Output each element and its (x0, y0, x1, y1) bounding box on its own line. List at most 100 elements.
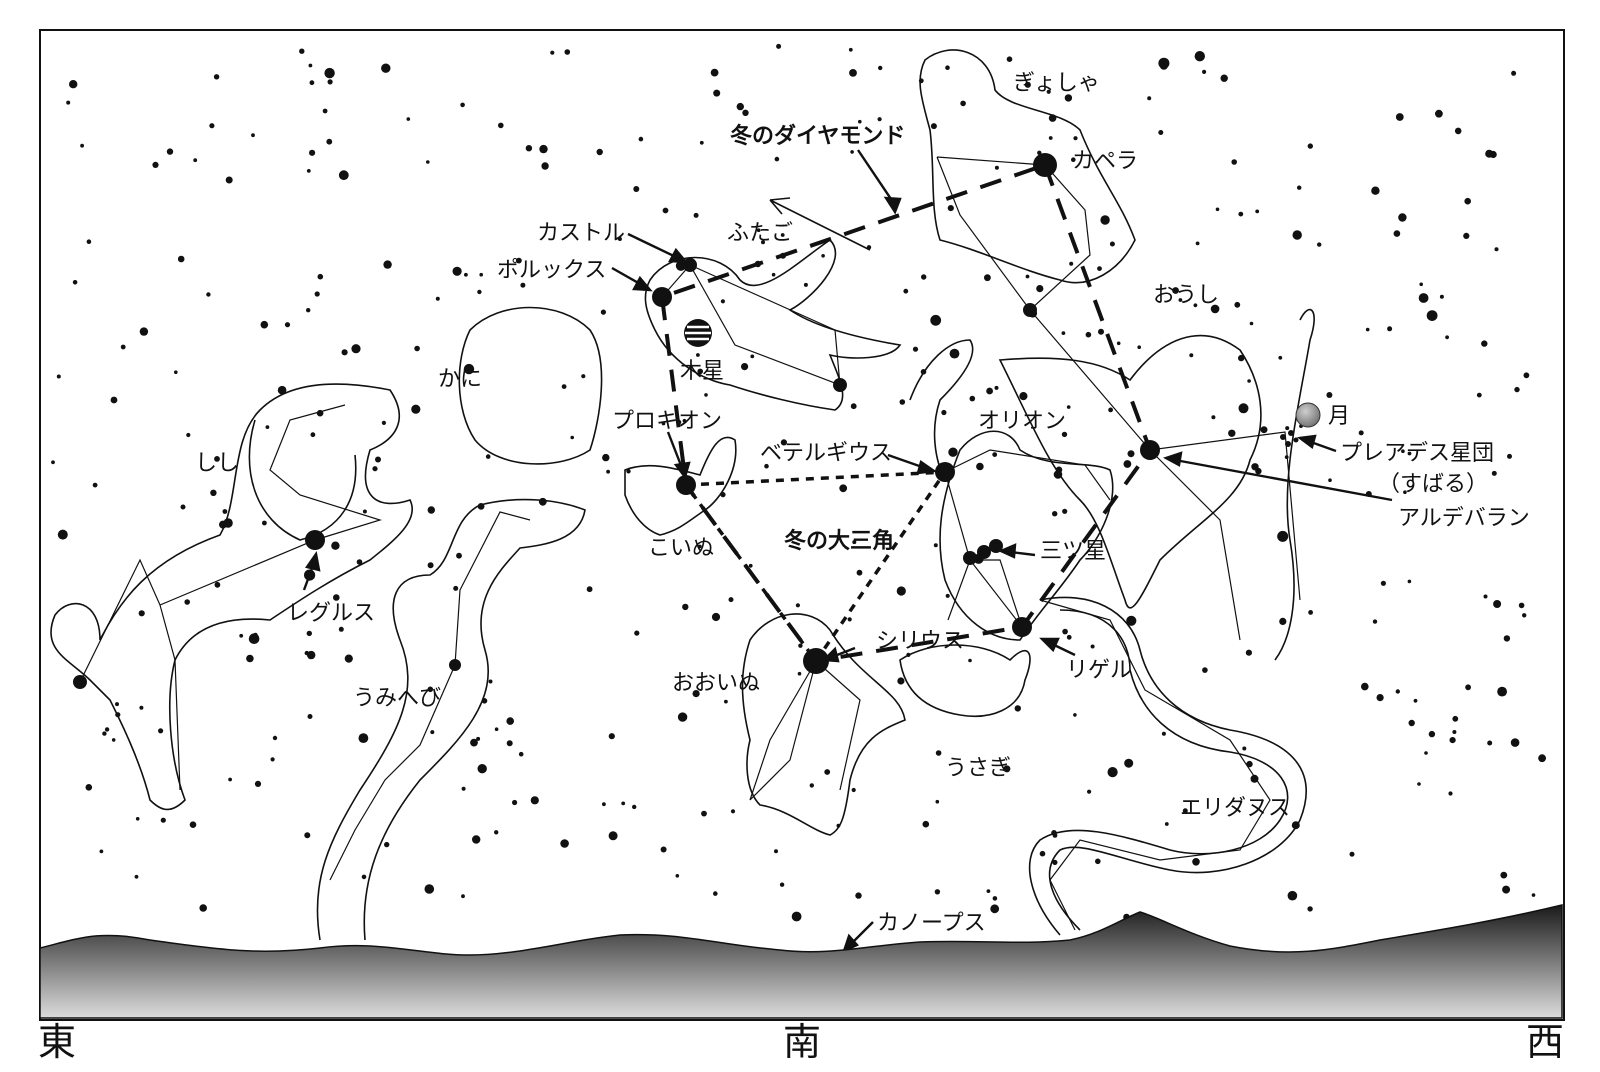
background-star (878, 65, 883, 71)
background-star (662, 207, 669, 214)
background-star (1292, 230, 1302, 240)
orion-lines (944, 471, 1023, 628)
background-star (139, 705, 144, 710)
background-star (1494, 247, 1499, 252)
background-star (992, 896, 998, 901)
background-star (72, 280, 78, 285)
label-winter-diamond: 冬のダイヤモンド (730, 123, 905, 149)
background-star (1003, 765, 1011, 773)
background-star (984, 274, 991, 282)
background-star (856, 569, 863, 576)
background-star (1307, 143, 1314, 149)
background-star (1109, 241, 1115, 247)
background-star (307, 650, 316, 660)
background-star (1380, 580, 1386, 586)
background-star (1061, 431, 1068, 438)
background-star (338, 170, 349, 181)
background-star (1511, 70, 1517, 76)
background-star (461, 894, 465, 899)
background-star (272, 735, 278, 741)
background-star (56, 374, 61, 379)
background-star (1395, 113, 1404, 121)
background-star (756, 228, 761, 232)
eridanus-figure (1028, 596, 1307, 936)
background-star (160, 817, 166, 823)
taurus-horn (1274, 308, 1315, 661)
background-star (1507, 453, 1512, 459)
background-star (1127, 450, 1135, 458)
background-star (464, 272, 468, 277)
rigel-star (1012, 617, 1032, 637)
background-star (621, 801, 626, 806)
sirius-star (803, 648, 829, 674)
background-star (1408, 719, 1415, 727)
auriga-figure (919, 49, 1136, 284)
background-star (1476, 392, 1482, 398)
background-star (1164, 822, 1169, 826)
background-star (930, 314, 942, 326)
background-star (602, 802, 606, 807)
background-star (430, 730, 435, 735)
background-star (222, 509, 228, 514)
background-star (1463, 232, 1470, 239)
label-castor: カストル (537, 221, 625, 246)
background-star (1126, 615, 1137, 626)
background-star (470, 738, 478, 747)
background-star (477, 764, 487, 774)
background-star (1095, 858, 1101, 865)
background-star (539, 144, 548, 154)
label-capella: カペラ (1072, 149, 1138, 174)
background-star (66, 100, 71, 105)
background-star (424, 884, 435, 894)
direction-west: 西 (1526, 1020, 1565, 1064)
background-star (1522, 613, 1527, 618)
background-star (930, 123, 937, 130)
background-star (1238, 403, 1249, 414)
background-star (720, 299, 726, 304)
background-star (1435, 109, 1443, 118)
label-oushi: おうし (1153, 283, 1219, 308)
background-star (1231, 159, 1237, 165)
background-star (262, 520, 267, 526)
background-star (750, 354, 755, 359)
background-star (214, 456, 220, 462)
background-star (1255, 209, 1260, 214)
background-star (406, 117, 411, 121)
background-star (326, 138, 333, 145)
background-star (693, 212, 699, 218)
background-star (251, 133, 255, 138)
background-star (1372, 619, 1378, 624)
background-star (1502, 885, 1511, 894)
background-star (1147, 96, 1152, 101)
label-shishi: しし (195, 451, 239, 476)
label-aldebaran: アルデバラン (1398, 506, 1530, 531)
background-star (1401, 449, 1405, 454)
background-star (485, 454, 491, 459)
background-star (1193, 303, 1198, 308)
background-star (992, 452, 998, 457)
background-star (677, 712, 688, 722)
label-winter-triangle: 冬の大三角 (784, 528, 894, 554)
background-star (511, 799, 518, 806)
background-star (1308, 610, 1313, 615)
background-star (1452, 715, 1459, 722)
background-star (1491, 470, 1497, 476)
background-star (214, 581, 221, 588)
pollux-star (652, 287, 672, 307)
background-star (1349, 851, 1355, 857)
background-star (356, 559, 363, 565)
background-star (736, 102, 744, 111)
background-star (1161, 731, 1166, 736)
label-kani: かに (438, 367, 482, 392)
background-star (358, 733, 369, 743)
background-star (518, 751, 524, 757)
background-star (306, 308, 311, 313)
background-star (839, 484, 848, 493)
background-star (494, 830, 499, 835)
background-star (372, 466, 378, 472)
background-star (949, 348, 960, 359)
background-star (1182, 808, 1188, 814)
background-star (1202, 667, 1208, 673)
background-star (632, 804, 637, 810)
background-star (713, 891, 718, 896)
